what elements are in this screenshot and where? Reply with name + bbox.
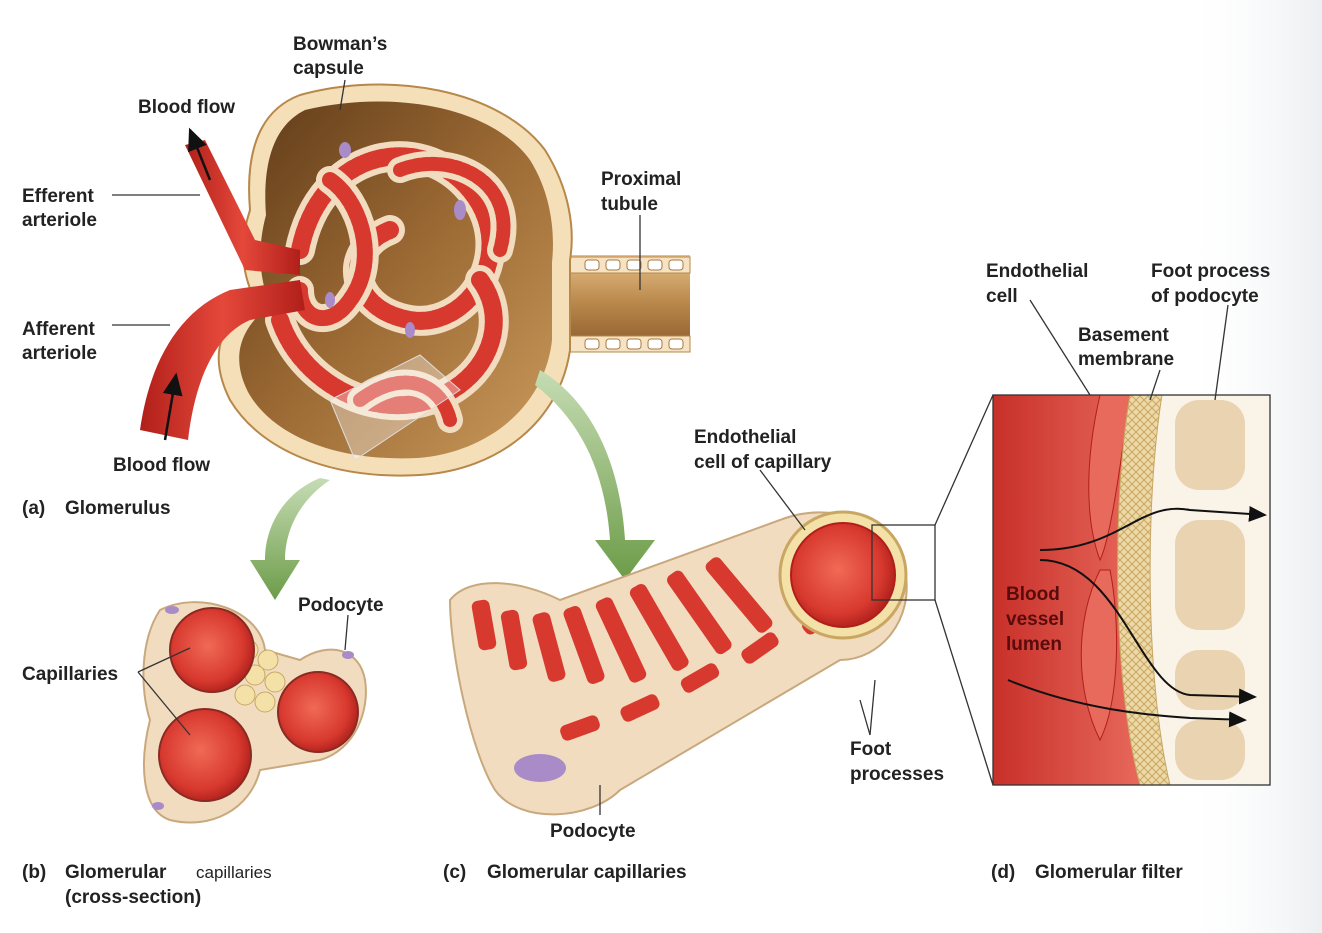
zoom-arrow-to-c [535,370,655,580]
capillary-lumen-c [790,522,896,628]
efferent-flow-arrow [188,127,212,181]
efferent-label-2: arteriole [22,210,97,231]
zoom-box [871,524,936,601]
endothelial-c-label-1: Endothelial [694,427,796,448]
capillary-b1 [169,607,255,693]
capillary-b2 [277,671,359,753]
foot-processes-d [1175,400,1245,780]
caption-c: Glomerular capillaries [487,862,687,883]
capillary-b3 [158,708,252,802]
panel-b-cross-section: Podocyte Capillaries (b) Glomerular capi… [22,595,384,908]
zoom-arrow-to-b [250,478,330,600]
caption-d-letter: (d) [991,862,1015,883]
podocyte-nucleus-c [514,754,566,782]
basement-label-2: membrane [1078,349,1174,370]
filter-frame [992,394,1271,786]
afferent-flow-arrow [162,372,183,441]
lumen-label-3: lumen [1006,634,1062,655]
caption-d: Glomerular filter [1035,862,1183,883]
panel-d-filter: Endothelial cell Foot process of podocyt… [986,261,1271,883]
bowmans-label-2: capsule [293,58,364,79]
afferent-label-1: Afferent [22,319,96,340]
caption-b-letter: (b) [22,862,46,883]
capillaries-label: Capillaries [22,664,118,685]
zoom-arrows [250,370,655,600]
proximal-tubule-shape [560,255,690,352]
efferent-arteriole [185,140,300,275]
caption-c-letter: (c) [443,862,466,883]
basement-label-1: Basement [1078,325,1169,346]
foot-process-label-1: Foot process [1151,261,1270,282]
caption-b-light: capillaries [196,863,272,882]
endothelial-cell-d2 [1080,569,1118,742]
panel-a-glomerulus: Bowman’s capsule Blood flow Efferent art… [22,34,691,519]
endothelial-d-label-2: cell [986,286,1018,307]
blood-flow-top-label: Blood flow [138,97,235,118]
filtration-arrows [1007,505,1267,728]
panel-c-capillary: Endothelial cell of capillary Foot proce… [443,394,994,883]
caption-b-line2: (cross-section) [65,887,201,908]
bowmans-label-1: Bowman’s [293,34,387,55]
proximal-label-1: Proximal [601,169,681,190]
podocyte-b-label: Podocyte [298,595,384,616]
foot-processes-label-1: Foot [850,739,892,760]
lumen-label-1: Blood [1006,584,1060,605]
foot-processes-label-2: processes [850,764,944,785]
caption-b-bold: Glomerular [65,862,167,883]
afferent-arteriole [140,280,305,440]
endothelial-c-label-2: cell of capillary [694,452,832,473]
afferent-label-2: arteriole [22,343,97,364]
capillary-tuft [265,141,517,433]
efferent-label-1: Efferent [22,186,94,207]
endothelial-d-label-1: Endothelial [986,261,1088,282]
caption-a: Glomerulus [65,498,171,519]
foot-process-slits [471,557,839,741]
proximal-label-2: tubule [601,194,658,215]
lumen-label-2: vessel [1006,609,1064,630]
caption-a-letter: (a) [22,498,45,519]
foot-process-label-2: of podocyte [1151,286,1259,307]
podocyte-c-label: Podocyte [550,821,636,842]
blood-flow-bottom-label: Blood flow [113,455,210,476]
